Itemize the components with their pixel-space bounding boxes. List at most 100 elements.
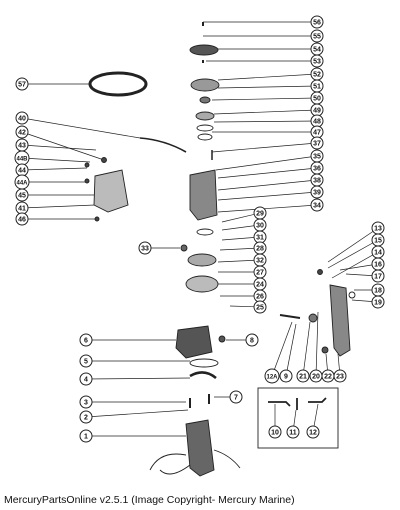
callout-number: 44 <box>18 168 26 175</box>
leader-line <box>21 144 97 151</box>
callout-number: 11 <box>289 430 297 437</box>
callout-number: 47 <box>313 130 321 137</box>
part-inset-bracket <box>308 397 327 403</box>
part-linkage-arm <box>329 284 351 357</box>
part-impeller-plate <box>190 78 220 92</box>
callout-number: 21 <box>299 374 307 381</box>
part-drawings <box>84 22 356 477</box>
part-bracket <box>93 169 129 213</box>
leader-line <box>217 73 318 81</box>
callout-number: 34 <box>313 203 321 210</box>
part-o-ring <box>196 124 214 132</box>
leader-line <box>271 321 293 377</box>
callout-number: 55 <box>313 34 321 41</box>
part-seal <box>197 133 213 141</box>
part-plate-upper <box>187 253 217 267</box>
callout-number: 8 <box>250 338 254 345</box>
part-ball-joint <box>308 313 318 323</box>
callout-circle <box>229 390 243 404</box>
callout-number: 26 <box>256 294 264 301</box>
callout-number: 29 <box>256 211 264 218</box>
leader-line <box>315 311 319 377</box>
leader-line <box>217 191 318 201</box>
callout-number: 44B <box>16 157 28 163</box>
callout-number: 18 <box>374 288 382 295</box>
callout-number: 6 <box>84 338 88 345</box>
callout-number: 4 <box>84 377 88 384</box>
leader-line <box>85 377 191 380</box>
callout-circle <box>15 125 29 139</box>
callout-number: 46 <box>18 217 26 224</box>
callout-number: 3 <box>84 400 88 407</box>
leader-line <box>302 321 311 377</box>
part-cable <box>139 137 187 153</box>
callout-number: 35 <box>313 154 321 161</box>
part-inset-rod <box>268 401 291 407</box>
part-link-washer <box>348 291 356 299</box>
callout-number: 52 <box>313 72 321 79</box>
inset-box <box>257 387 339 449</box>
leader-line <box>217 85 318 89</box>
part-clamp <box>189 371 217 379</box>
callout-number: 7 <box>234 395 238 402</box>
callout-number: 48 <box>313 119 321 126</box>
copyright-footer: MercuryPartsOnline v2.5.1 (Image Copyrig… <box>4 494 295 506</box>
part-pump-housing <box>175 325 213 359</box>
callout-circle <box>79 395 93 409</box>
callout-number: 13 <box>374 226 382 233</box>
callout-number: 42 <box>18 130 26 137</box>
callout-number: 12A <box>266 375 278 381</box>
leader-line <box>221 212 261 223</box>
callout-circle <box>79 372 93 386</box>
callout-number: 50 <box>313 96 321 103</box>
callout-number: 43 <box>18 143 26 150</box>
callout-number: 17 <box>374 274 382 281</box>
callout-circle <box>79 354 93 368</box>
part-bottom-seal <box>196 228 214 236</box>
callout-circle <box>245 333 259 347</box>
callout-circle <box>296 369 310 383</box>
part-gasket <box>199 96 211 104</box>
leader-line <box>217 179 318 191</box>
leader-line <box>213 120 318 123</box>
callout-number: 39 <box>313 190 321 197</box>
leader-line <box>211 97 318 101</box>
leader-line <box>211 142 318 153</box>
callout-number: 53 <box>313 59 321 66</box>
callout-circle <box>286 425 300 439</box>
callout-circle <box>310 198 324 212</box>
callout-circle <box>310 136 324 150</box>
callout-number: 33 <box>141 246 149 253</box>
leader-line <box>327 239 379 269</box>
part-screw <box>94 216 100 222</box>
callout-number: 25 <box>256 305 264 312</box>
callout-number: 57 <box>18 82 26 89</box>
part-link-bolt <box>317 269 323 275</box>
callout-circle <box>310 185 324 199</box>
part-housing-ring <box>195 111 215 121</box>
callout-number: 2 <box>84 415 88 422</box>
leader-line <box>217 259 261 263</box>
leader-line <box>219 247 261 251</box>
callout-number: 45 <box>18 193 26 200</box>
leader-line <box>21 157 91 163</box>
callout-number: 27 <box>256 270 264 277</box>
callout-circle <box>264 368 280 384</box>
callout-circle <box>79 333 93 347</box>
leader-line <box>217 167 318 179</box>
leader-line <box>85 409 189 418</box>
part-fitting <box>218 335 226 343</box>
part-main-housing <box>189 169 218 221</box>
callout-number: 9 <box>284 374 288 381</box>
part-bolt <box>101 157 107 163</box>
leader-line <box>213 109 318 115</box>
callout-number: 1 <box>84 434 88 441</box>
callout-circle <box>253 300 267 314</box>
callout-number: 37 <box>313 141 321 148</box>
callout-number: 31 <box>256 235 264 242</box>
callout-circle <box>79 429 93 443</box>
leader-line <box>21 117 141 139</box>
part-bolt-small <box>180 244 188 252</box>
part-rod <box>279 314 301 319</box>
